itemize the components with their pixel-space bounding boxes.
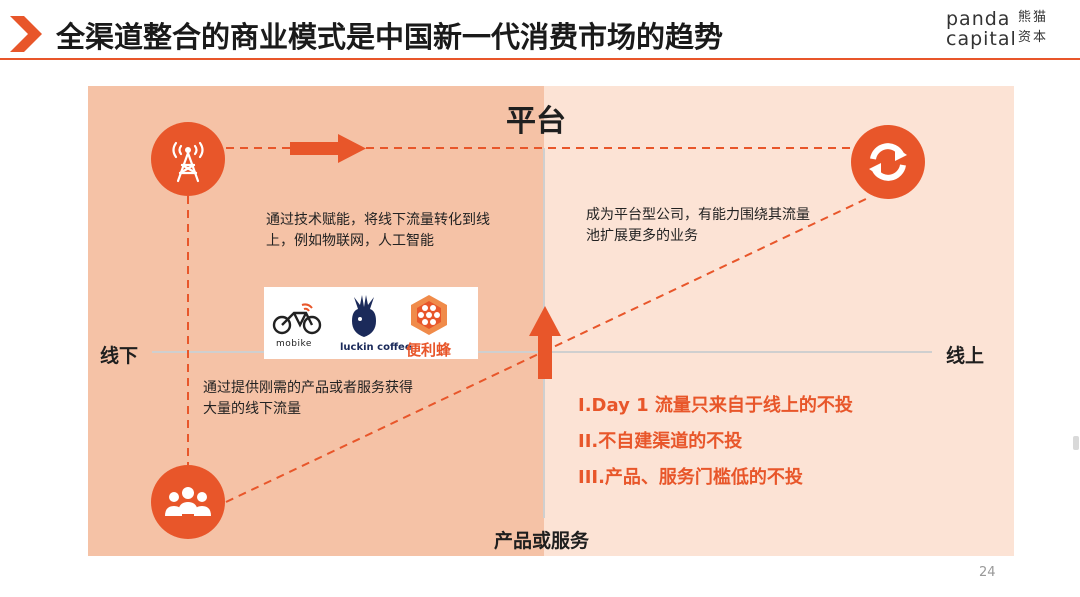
brand-logos: mobike luckin coffee 便利蜂 — [264, 287, 478, 359]
logo-text-capital: capital — [946, 28, 1017, 50]
scroll-indicator[interactable] — [1073, 436, 1079, 450]
header-divider — [0, 58, 1080, 60]
logo-text-panda: panda — [946, 8, 1011, 30]
bianlifeng-hex-icon — [411, 295, 447, 335]
slide-title: 全渠道整合的商业模式是中国新一代消费市场的趋势 — [56, 20, 724, 54]
brand-mobike: mobike — [276, 339, 312, 349]
axis-label-platform: 平台 — [506, 104, 566, 139]
luckin-deer-icon — [352, 295, 376, 337]
people-group-icon — [151, 465, 225, 539]
page-number: 24 — [979, 565, 996, 580]
mobike-logo-icon — [272, 303, 322, 335]
title-chevron-icon — [10, 16, 42, 52]
investment-rule-2: II.不自建渠道的不投 — [578, 431, 743, 452]
investment-rule-1: I.Day 1 流量只来自于线上的不投 — [578, 395, 853, 416]
signal-tower-icon — [151, 122, 225, 196]
brand-bianlifeng: 便利蜂 — [406, 341, 452, 359]
logo-text-cn-2: 资本 — [1018, 30, 1049, 45]
description-platform-company: 成为平台型公司，有能力围绕其流量池扩展更多的业务 — [586, 207, 810, 244]
description-offline-traffic: 通过提供刚需的产品或者服务获得大量的线下流量 — [203, 380, 413, 417]
panda-capital-logo: panda capital 熊猫 资本 — [946, 8, 1056, 52]
vertical-axis — [543, 148, 545, 518]
brand-luckin-coffee: luckin coffee — [340, 342, 412, 353]
axis-label-online: 线上 — [946, 345, 985, 367]
axis-label-offline: 线下 — [100, 345, 139, 367]
description-tech-empowerment: 通过技术赋能，将线下流量转化到线上，例如物联网，人工智能 — [266, 212, 490, 249]
logo-text-cn-1: 熊猫 — [1018, 10, 1049, 25]
investment-rule-3: III.产品、服务门槛低的不投 — [578, 467, 803, 488]
refresh-icon — [851, 125, 925, 199]
axis-label-product-service: 产品或服务 — [494, 530, 590, 552]
